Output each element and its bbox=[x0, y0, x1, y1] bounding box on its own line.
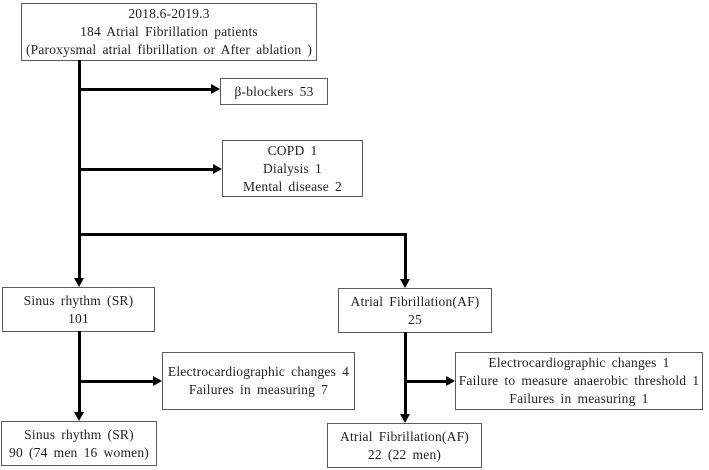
sinus-rhythm-label: Sinus rhythm (SR) bbox=[23, 292, 134, 308]
comorbidity-dialysis: Dialysis 1 bbox=[263, 160, 322, 176]
enrollment-count: 184 Atrial Fibrillation patients bbox=[80, 24, 258, 39]
af-final-label: Atrial Fibrillation(AF) bbox=[340, 428, 469, 444]
beta-blockers-label: β-blockers 53 bbox=[234, 83, 314, 99]
arrow-right-icon bbox=[211, 84, 220, 94]
atrial-fibrillation-box: Atrial Fibrillation(AF) 25 bbox=[338, 288, 492, 333]
sr-exclusion-failures: Failures in measuring 7 bbox=[188, 382, 329, 397]
atrial-fibrillation-count: 25 bbox=[408, 311, 422, 327]
af-exclusion-threshold: Failure to measure anaerobic threshold 1 bbox=[458, 373, 700, 388]
sr-exclusion-box: Electrocardiographic changes 4 Failures … bbox=[162, 352, 355, 410]
arrow-down-icon bbox=[74, 412, 84, 421]
af-exclusion-ecg: Electrocardiographic changes 1 bbox=[488, 355, 670, 370]
arrow-down-icon bbox=[400, 279, 410, 288]
connector-beta-blockers bbox=[79, 88, 212, 91]
sr-final-label: Sinus rhythm (SR) bbox=[24, 426, 134, 442]
enrollment-box: 2018.6-2019.3 184 Atrial Fibrillation pa… bbox=[21, 3, 317, 61]
connector-comorbidity bbox=[79, 168, 213, 171]
connector-sr-exclusion bbox=[79, 380, 153, 383]
connector-split-horizontal bbox=[79, 233, 407, 236]
enrollment-period: 2018.6-2019.3 bbox=[128, 6, 210, 21]
sinus-rhythm-box: Sinus rhythm (SR) 101 bbox=[2, 287, 155, 332]
arrow-right-icon bbox=[446, 376, 455, 386]
sr-final-box: Sinus rhythm (SR) 90 (74 men 16 women) bbox=[1, 421, 157, 466]
af-exclusion-box: Electrocardiographic changes 1 Failure t… bbox=[455, 352, 703, 410]
enrollment-criteria: (Paroxysmal atrial fibrillation or After… bbox=[25, 42, 313, 57]
connector-af-vertical-2 bbox=[404, 332, 407, 415]
beta-blockers-exclusion-box: β-blockers 53 bbox=[220, 78, 328, 105]
sinus-rhythm-count: 101 bbox=[68, 310, 89, 326]
arrow-down-icon bbox=[400, 414, 410, 423]
af-exclusion-failures: Failures in measuring 1 bbox=[509, 391, 649, 406]
atrial-fibrillation-label: Atrial Fibrillation(AF) bbox=[350, 293, 480, 309]
af-final-count: 22 (22 men) bbox=[367, 446, 442, 462]
sr-exclusion-ecg: Electrocardiographic changes 4 bbox=[167, 364, 350, 379]
arrow-right-icon bbox=[213, 164, 222, 174]
af-final-box: Atrial Fibrillation(AF) 22 (22 men) bbox=[327, 423, 482, 468]
comorbidity-mental: Mental disease 2 bbox=[243, 178, 342, 194]
connector-af-vertical bbox=[404, 233, 407, 280]
connector-sr-vertical bbox=[78, 331, 81, 413]
sr-final-count: 90 (74 men 16 women) bbox=[9, 444, 149, 460]
comorbidity-copd: COPD 1 bbox=[267, 142, 318, 158]
arrow-down-icon bbox=[74, 278, 84, 287]
arrow-right-icon bbox=[153, 376, 162, 386]
connector-af-exclusion bbox=[405, 380, 446, 383]
comorbidity-exclusion-box: COPD 1 Dialysis 1 Mental disease 2 bbox=[222, 140, 363, 197]
